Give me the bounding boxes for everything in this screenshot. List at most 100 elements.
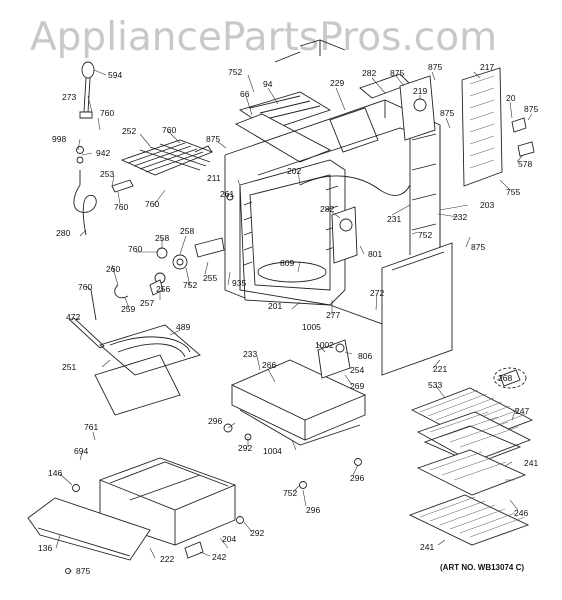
- part-label-136: 136: [38, 543, 52, 553]
- part-label-269: 269: [350, 381, 364, 391]
- part-label-806: 806: [358, 351, 372, 361]
- part-label-94: 94: [263, 79, 273, 89]
- part-label-942: 942: [96, 148, 110, 158]
- part-label-231: 231: [387, 214, 401, 224]
- part-label-752a: 752: [228, 67, 242, 77]
- part-label-875c: 875: [428, 62, 442, 72]
- back-panel: [461, 67, 535, 187]
- part-label-875d: 875: [440, 108, 454, 118]
- part-label-211: 211: [207, 173, 221, 183]
- part-label-261: 261: [220, 189, 234, 199]
- part-label-232: 232: [453, 212, 467, 222]
- probe-assembly: [73, 61, 97, 236]
- part-label-247: 247: [515, 406, 529, 416]
- part-label-296b: 296: [350, 473, 364, 483]
- part-label-752b: 752: [418, 230, 432, 240]
- storage-drawer-base: [223, 339, 367, 489]
- part-label-1004: 1004: [263, 446, 282, 456]
- part-label-935: 935: [232, 278, 246, 288]
- bake-element-hardware: [111, 179, 234, 201]
- part-label-273: 273: [62, 92, 76, 102]
- part-label-254: 254: [350, 365, 364, 375]
- part-label-20: 20: [506, 93, 516, 103]
- part-label-219: 219: [413, 86, 427, 96]
- part-label-292b: 292: [250, 528, 264, 538]
- part-label-257: 257: [140, 298, 154, 308]
- part-label-875a: 875: [206, 134, 220, 144]
- part-label-1002: 1002: [315, 340, 334, 350]
- part-label-760b: 760: [162, 125, 176, 135]
- part-label-752c: 752: [183, 280, 197, 290]
- part-label-266: 266: [262, 360, 276, 370]
- part-label-760f: 760: [78, 282, 92, 292]
- part-label-241a: 241: [524, 458, 538, 468]
- art-number: (ART NO. WB13074 C): [440, 563, 524, 572]
- part-label-875e: 875: [524, 104, 538, 114]
- part-label-533: 533: [428, 380, 442, 390]
- part-label-761: 761: [84, 422, 98, 432]
- oven-racks: [408, 367, 534, 546]
- part-label-260: 260: [106, 264, 120, 274]
- part-label-282b: 282: [320, 204, 334, 214]
- part-label-203: 203: [480, 200, 494, 210]
- part-label-296c: 296: [306, 505, 320, 515]
- part-label-204: 204: [222, 534, 236, 544]
- part-label-255: 255: [203, 273, 217, 283]
- part-label-760a: 760: [100, 108, 114, 118]
- part-label-760e: 760: [128, 244, 142, 254]
- watermark-text: AppliancePartsPros.com: [30, 15, 497, 60]
- part-label-282a: 282: [362, 68, 376, 78]
- broil-element: [120, 139, 214, 176]
- part-label-801: 801: [368, 249, 382, 259]
- oven-top-vent: [234, 39, 379, 163]
- part-label-222: 222: [160, 554, 174, 564]
- part-label-280: 280: [56, 228, 70, 238]
- part-label-755: 755: [506, 187, 520, 197]
- part-labels: 594 273 760 998 942 252 760 253 760 760 280 752 94 66…: [38, 62, 538, 576]
- part-label-875g: 875: [76, 566, 90, 576]
- range-cabinet: [224, 73, 441, 326]
- part-label-578: 578: [518, 159, 532, 169]
- part-label-259: 259: [121, 304, 135, 314]
- part-label-256: 256: [156, 284, 170, 294]
- oven-door: [381, 242, 453, 376]
- part-label-229: 229: [330, 78, 344, 88]
- part-label-258b: 258: [180, 226, 194, 236]
- part-label-277: 277: [326, 310, 340, 320]
- part-label-268: 268: [498, 373, 512, 383]
- part-label-594: 594: [108, 70, 122, 80]
- leader-lines: [55, 69, 533, 572]
- part-label-201: 201: [268, 301, 282, 311]
- part-label-202: 202: [287, 166, 301, 176]
- part-label-489: 489: [176, 322, 190, 332]
- part-label-66: 66: [240, 89, 250, 99]
- part-label-252: 252: [122, 126, 136, 136]
- part-label-752d: 752: [283, 488, 297, 498]
- part-label-760d: 760: [145, 199, 159, 209]
- part-label-998: 998: [52, 134, 66, 144]
- part-label-241b: 241: [420, 542, 434, 552]
- bake-element: [69, 317, 201, 416]
- part-label-221: 221: [433, 364, 447, 374]
- part-label-760c: 760: [114, 202, 128, 212]
- part-label-292a: 292: [238, 443, 252, 453]
- part-label-242: 242: [212, 552, 226, 562]
- part-label-875b: 875: [390, 68, 404, 78]
- storage-drawer: [27, 457, 244, 574]
- part-label-253: 253: [100, 169, 114, 179]
- part-label-258a: 258: [155, 233, 169, 243]
- part-label-809: 809: [280, 258, 294, 268]
- part-label-251: 251: [62, 362, 76, 372]
- oven-cavity: [239, 159, 411, 306]
- part-label-217: 217: [480, 62, 494, 72]
- part-label-246: 246: [514, 508, 528, 518]
- part-label-233: 233: [243, 349, 257, 359]
- part-label-296a: 296: [208, 416, 222, 426]
- part-label-146: 146: [48, 468, 62, 478]
- part-label-1005: 1005: [302, 322, 321, 332]
- part-label-694: 694: [74, 446, 88, 456]
- part-label-875f: 875: [471, 242, 485, 252]
- part-label-272: 272: [370, 288, 384, 298]
